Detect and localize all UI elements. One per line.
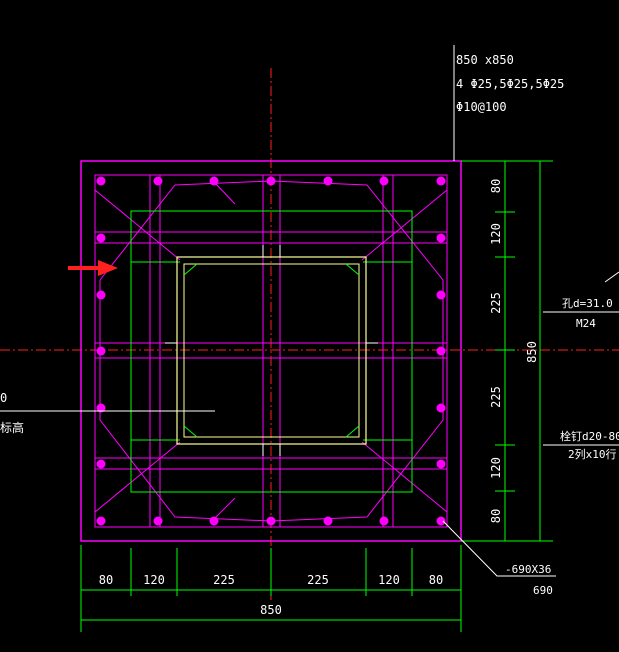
right-dim-label: 120: [489, 223, 503, 245]
rebar-dot: [266, 516, 276, 526]
right-dim-label: 120: [489, 457, 503, 479]
stirrup-diagonals: [94, 180, 448, 522]
rebar-dot: [266, 176, 276, 186]
rebar-dot: [436, 290, 446, 300]
rebar-dot: [436, 346, 446, 356]
right-dim-label: 80: [489, 509, 503, 523]
rebar-dot: [96, 516, 106, 526]
spec-main-bars: 4 Φ25,5Φ25,5Φ25: [456, 77, 564, 91]
rebar-dot: [96, 346, 106, 356]
rebar-dot: [436, 233, 446, 243]
left-partial-label-1: 0: [0, 391, 7, 405]
bottom-dim-label: 225: [307, 573, 329, 587]
bottom-dim-label: 80: [429, 573, 443, 587]
plate-leader: [442, 520, 556, 577]
right-dimension-lines: [461, 160, 553, 542]
stirrup-vertical-legs: [149, 175, 394, 527]
red-arrow-icon: [68, 260, 118, 276]
rebar-dot: [96, 290, 106, 300]
rebar-dot: [436, 459, 446, 469]
rebar-dot: [323, 516, 333, 526]
steel-box-inner: [183, 263, 360, 438]
rebar-dot: [209, 516, 219, 526]
steel-box-ticks: [165, 245, 378, 456]
bottom-dimension-labels: 80 120 225 225 120 80: [99, 573, 443, 587]
rebar-group: [96, 176, 446, 526]
rebar-dot: [96, 233, 106, 243]
right-dim-label: 225: [489, 386, 503, 408]
hole-leader: [543, 271, 619, 313]
column-outline: [80, 160, 462, 542]
plate-length-label: 690: [533, 584, 553, 597]
rebar-dot: [96, 459, 106, 469]
bottom-dimension-lines: [80, 545, 462, 632]
rebar-dot: [153, 516, 163, 526]
bottom-total-dim: 850: [260, 603, 282, 617]
steel-box-corners: [183, 263, 360, 438]
left-partial-label-2: 标高: [0, 420, 24, 435]
stud-lines: [131, 261, 412, 441]
bolt-label: M24: [576, 317, 596, 330]
bottom-dim-label: 225: [213, 573, 235, 587]
steel-box-outer: [176, 256, 367, 445]
rebar-dot: [436, 403, 446, 413]
rebar-dot: [209, 176, 219, 186]
stud-outline: [130, 210, 413, 493]
rebar-dot: [379, 516, 389, 526]
stud-layout-label: 2列x10行: [568, 447, 617, 461]
rebar-dot: [379, 176, 389, 186]
stirrup-outer: [94, 174, 448, 528]
rebar-dot: [436, 176, 446, 186]
rebar-dot: [323, 176, 333, 186]
stirrup-horizontal-legs: [95, 231, 447, 470]
stud-label: 栓钉d20-80: [560, 429, 619, 443]
rebar-dot: [96, 403, 106, 413]
right-dim-label: 80: [489, 179, 503, 193]
rebar-dot: [153, 176, 163, 186]
bottom-dim-label: 80: [99, 573, 113, 587]
rebar-dot: [436, 516, 446, 526]
hole-diameter-label: 孔d=31.0: [562, 297, 613, 310]
spec-size: 850 x850: [456, 53, 514, 67]
rebar-dot: [96, 176, 106, 186]
bottom-dim-label: 120: [143, 573, 165, 587]
plate-label: -690X36: [505, 563, 551, 576]
right-dim-label: 225: [489, 292, 503, 314]
right-dimension-labels: 80 120 225 225 120 80: [489, 179, 503, 523]
spec-stirrups: Φ10@100: [456, 100, 507, 114]
bottom-dim-label: 120: [378, 573, 400, 587]
right-total-dim: 850: [525, 341, 539, 363]
